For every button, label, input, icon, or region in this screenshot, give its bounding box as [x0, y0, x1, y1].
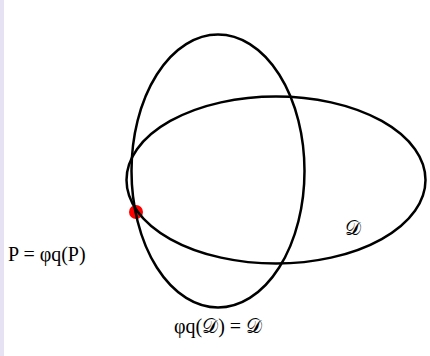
vertical-ellipse: φq(𝒟) = 𝒟 — [130, 33, 306, 309]
side-strip — [0, 0, 4, 356]
ellipse-outline — [130, 33, 306, 309]
horizontal-ellipse: 𝒟 — [125, 95, 427, 265]
ellipse — [132, 35, 305, 308]
set-label: φq(𝒟) = 𝒟 — [174, 315, 262, 337]
set-label: 𝒟 — [345, 217, 361, 239]
ellipse-outline — [125, 95, 427, 265]
ellipse — [127, 97, 426, 264]
point-label: P = φq(P) — [8, 243, 86, 265]
